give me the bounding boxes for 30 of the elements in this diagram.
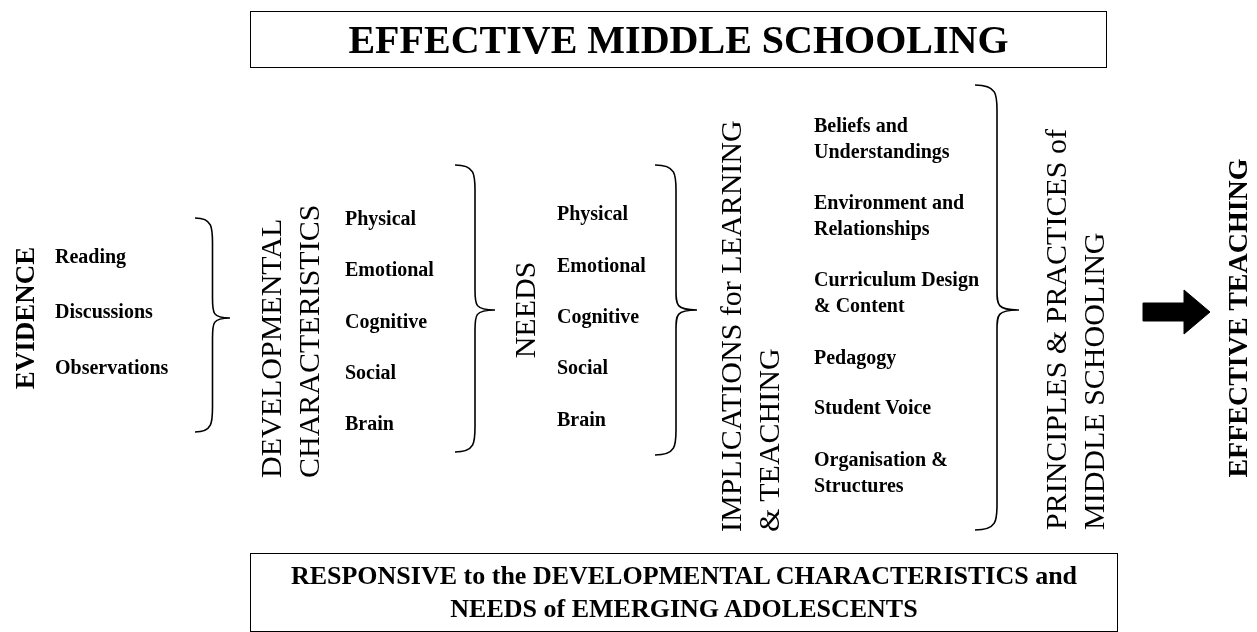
list-item: Curriculum Design & Content bbox=[814, 267, 980, 318]
list-item: Brain bbox=[557, 407, 606, 432]
list-item: Emotional bbox=[557, 253, 646, 278]
list-item: Environment and Relationships bbox=[814, 190, 966, 241]
vertical-heading: EVIDENCE bbox=[10, 246, 40, 390]
title-text: EFFECTIVE MIDDLE SCHOOLING bbox=[348, 15, 1009, 64]
list-item: Discussions bbox=[55, 299, 153, 324]
summary-text: RESPONSIVE to the DEVELOPMENTAL CHARACTERISTICS and NEEDS of EMERGING ADOLESCENTS bbox=[289, 560, 1079, 625]
list-item: Beliefs and Understandings bbox=[814, 113, 951, 164]
list-item: Physical bbox=[345, 206, 417, 231]
list-item: Observations bbox=[55, 355, 169, 380]
list-item: Student Voice bbox=[814, 395, 932, 420]
vertical-heading: IMPLICATIONS for LEARNING & TEACHING bbox=[713, 119, 786, 532]
arrow bbox=[1142, 289, 1211, 335]
vertical-heading: EFFECTIVE TEACHING bbox=[1222, 158, 1254, 478]
list-item: Reading bbox=[55, 244, 127, 269]
list-item: Cognitive bbox=[345, 309, 428, 334]
vertical-heading: PRINCIPLES & PRACTICES of MIDDLE SCHOOLING bbox=[1037, 90, 1113, 530]
list-item: Social bbox=[345, 360, 397, 385]
vertical-heading: NEEDS bbox=[508, 261, 542, 359]
list-item: Cognitive bbox=[557, 304, 640, 329]
summary-box bbox=[250, 553, 1118, 632]
list-item: Emotional bbox=[345, 257, 434, 282]
title-box bbox=[250, 11, 1107, 68]
list-item: Pedagogy bbox=[814, 345, 897, 370]
vertical-heading: DEVELOPMENTAL CHARACTERISTICS bbox=[253, 203, 326, 478]
list-item: Physical bbox=[557, 201, 629, 226]
list-item: Social bbox=[557, 355, 609, 380]
list-item: Brain bbox=[345, 411, 394, 436]
list-item: Organisation & Structures bbox=[814, 447, 949, 498]
